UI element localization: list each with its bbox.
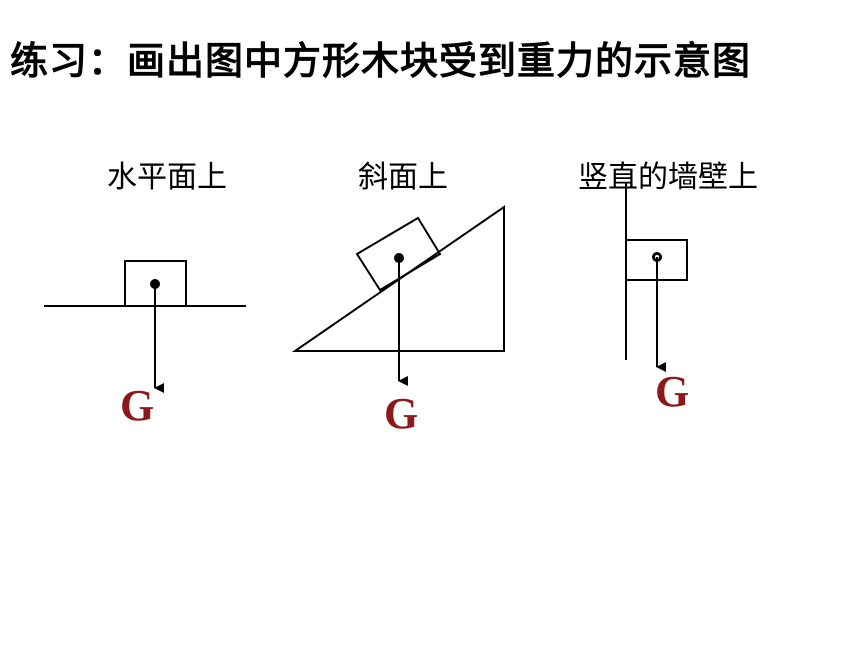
gravity-label-incline: G [384, 389, 419, 438]
gravity-label-wall: G [655, 367, 690, 416]
panel-horizontal-surface [44, 260, 246, 393]
caption-vertical-wall: 竖直的墙壁上 [578, 160, 758, 195]
caption-horizontal-surface: 水平面上 [107, 160, 227, 195]
caption-inclined-plane: 斜面上 [358, 160, 448, 195]
exercise-title: 练习：画出图中方形木块受到重力的示意图 [10, 39, 752, 83]
gravity-label-horizontal: G [120, 381, 155, 430]
block [355, 216, 442, 292]
panel-vertical-wall [625, 182, 688, 372]
panel-inclined-plane [291, 205, 505, 386]
